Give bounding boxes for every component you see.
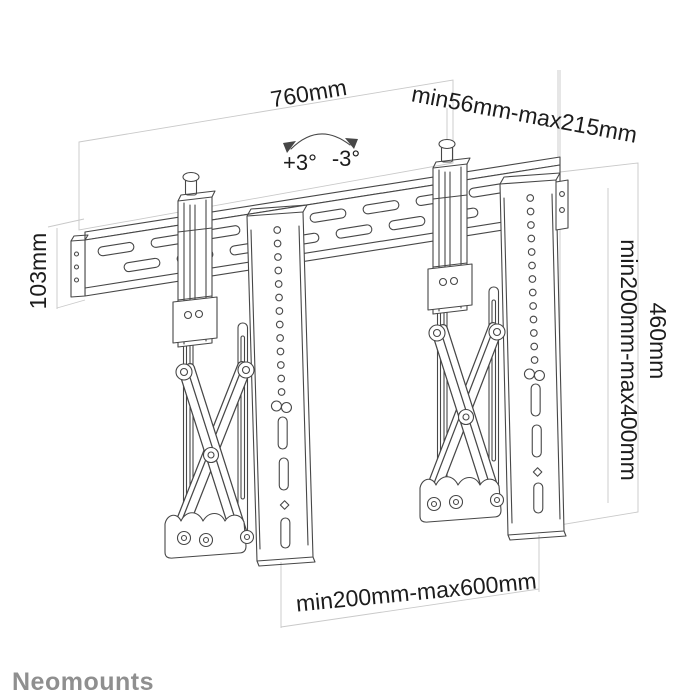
left-tv-bracket bbox=[246, 204, 316, 567]
dim-tick-rail-bottom bbox=[56, 299, 86, 309]
left-bracket-top-face bbox=[246, 204, 308, 217]
right-scissor-arm bbox=[419, 286, 506, 523]
left-pivot-bolts bbox=[175, 361, 255, 548]
left-rail-hook bbox=[172, 171, 218, 348]
tilt-minus-label: -3° bbox=[332, 146, 360, 171]
tilt-plus-label: +3° bbox=[283, 150, 317, 175]
rail-end-cap-top bbox=[70, 234, 89, 242]
dim-line-vesa-width bbox=[280, 588, 540, 628]
right-bracket-inner-edge-r bbox=[551, 193, 561, 520]
tilt-arrow-left-icon bbox=[283, 141, 296, 153]
left-scissor-arm bbox=[164, 322, 255, 559]
tilt-annotation: +3° -3° bbox=[283, 133, 360, 175]
tilt-arrow-right-icon bbox=[345, 138, 358, 149]
dim-vesa-height-label: min200mm-max400mm bbox=[616, 239, 642, 481]
left-adjustment-knob bbox=[182, 171, 200, 183]
left-bracket-inner-edge-r bbox=[298, 225, 309, 546]
left-clamp-plate bbox=[172, 296, 218, 344]
left-hook-folds bbox=[177, 227, 213, 301]
dim-wall-distance-label: min56mm-max215mm bbox=[410, 81, 640, 148]
right-hook-folds bbox=[432, 194, 468, 268]
dim-total-width-label: 760mm bbox=[269, 74, 349, 112]
right-guide-slot-b bbox=[491, 299, 497, 462]
dim-tick-rail-top bbox=[47, 218, 85, 228]
dim-bracket-height-label: 460mm bbox=[645, 303, 671, 380]
right-adjustment-knob bbox=[438, 138, 456, 150]
left-guide-slot-b bbox=[240, 335, 246, 500]
left-bracket-inner-edge-l bbox=[250, 229, 261, 550]
right-bracket-bottom-face bbox=[507, 530, 567, 541]
right-bracket-holes bbox=[523, 194, 545, 514]
right-rail-hook bbox=[427, 138, 473, 315]
dim-vesa-width-label: min200mm-max600mm bbox=[295, 568, 538, 617]
dim-rail-height-label: 103mm bbox=[25, 233, 51, 310]
right-pivot-bolts bbox=[426, 323, 506, 512]
left-bracket-holes bbox=[270, 226, 292, 549]
right-bracket-tab bbox=[555, 179, 569, 231]
left-hook-top-face bbox=[177, 190, 216, 202]
wall-rail bbox=[70, 156, 561, 298]
right-bracket-top-face bbox=[499, 172, 561, 185]
rail-bottom-fold bbox=[84, 212, 561, 289]
tilt-arc bbox=[290, 133, 351, 150]
right-clamp-plate bbox=[427, 263, 473, 311]
dim-plane-width bbox=[78, 79, 454, 231]
right-tv-bracket bbox=[499, 172, 569, 541]
neomounts-logo: Neomounts bbox=[12, 668, 154, 696]
right-hook-top-face bbox=[432, 157, 471, 169]
right-bracket-inner-edge-l bbox=[503, 197, 513, 524]
left-bracket-bottom-face bbox=[256, 556, 316, 567]
